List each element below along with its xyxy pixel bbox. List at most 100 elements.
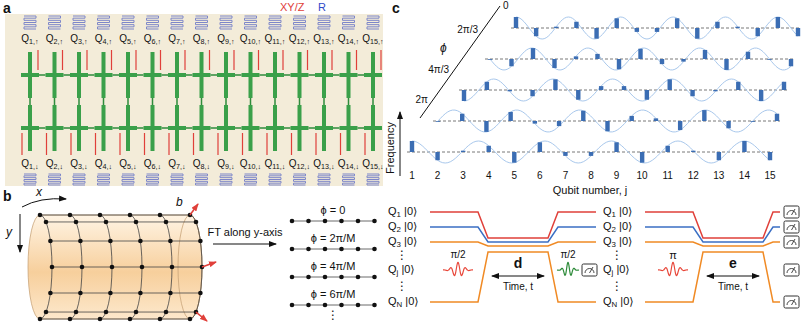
lattice-site xyxy=(50,265,55,270)
lattice-site xyxy=(198,239,203,244)
qubit-cross xyxy=(315,126,333,130)
amplitude-bar xyxy=(554,27,558,28)
qubit-cross xyxy=(291,73,309,77)
qubit-state-label: Q3 |0⟩ xyxy=(388,235,417,250)
readout-resonator xyxy=(122,16,134,29)
chain-bond xyxy=(292,277,375,278)
chain-site xyxy=(372,303,377,308)
qubit-label: Q10,↑ xyxy=(240,33,261,46)
label-subscript: 3,↑ xyxy=(78,37,88,46)
amplitude-bar xyxy=(512,152,516,163)
label-subscript: 10,↓ xyxy=(248,162,262,171)
readout-resonator xyxy=(196,174,208,185)
coupler xyxy=(309,74,316,76)
amplitude-bar xyxy=(713,90,717,91)
lattice-site xyxy=(138,239,143,244)
tick-label: 5 xyxy=(511,170,517,181)
label-part: Q xyxy=(362,33,370,44)
label-part: Q xyxy=(362,158,370,169)
readout-resonator xyxy=(220,174,232,185)
label-part: Q xyxy=(240,33,248,44)
lattice-site xyxy=(198,291,203,296)
label-part: Q xyxy=(313,158,321,169)
qubit-label: Q15,↑ xyxy=(362,33,383,46)
amplitude-bar xyxy=(538,142,542,152)
qubit-state-label: Q2 |0⟩ xyxy=(603,220,632,235)
amplitude-bar xyxy=(410,141,414,152)
label-subscript: 10,↑ xyxy=(248,37,262,46)
label-subscript: 14,↓ xyxy=(346,162,360,171)
label-subscript: 2,↑ xyxy=(54,37,64,46)
label-part: Q xyxy=(240,158,248,169)
coupler xyxy=(162,127,169,129)
time-label: Time, t xyxy=(503,281,533,292)
tick-label: 4π/3 xyxy=(428,64,449,75)
readout-resonator xyxy=(24,174,36,185)
label-subscript: 4,↑ xyxy=(103,37,113,46)
label-part: Q xyxy=(603,295,612,307)
control-line xyxy=(233,50,234,70)
lattice-site xyxy=(48,291,53,296)
label-subscript: 1 xyxy=(612,210,616,219)
lattice-site xyxy=(168,291,173,296)
qubit-label: Q3,↓ xyxy=(70,158,87,171)
readout-resonator xyxy=(269,174,281,185)
qubit-cross xyxy=(95,73,113,77)
control-line xyxy=(168,133,169,155)
chip-substrate xyxy=(5,14,383,186)
label-subscript: 15,↓ xyxy=(370,162,384,171)
coupler xyxy=(260,74,267,76)
qubit-cross xyxy=(168,73,186,77)
lattice-site xyxy=(108,291,113,296)
control-line xyxy=(160,50,161,70)
ellipsis: ⋮ xyxy=(396,249,408,262)
label-subscript: 6,↑ xyxy=(152,37,162,46)
field-arrow xyxy=(196,312,207,321)
label-subscript: 12,↑ xyxy=(297,37,311,46)
coupler xyxy=(225,98,227,105)
chip-panel xyxy=(5,14,383,186)
qubit-cross xyxy=(168,126,186,130)
label-part: Q xyxy=(168,158,176,169)
qubit-cross xyxy=(144,73,162,77)
qubit-cross xyxy=(95,126,113,130)
label-subscript: 5,↓ xyxy=(127,162,137,171)
wave-curve xyxy=(438,110,777,132)
label-part: |0⟩ xyxy=(401,205,417,217)
wave-curve xyxy=(490,48,791,70)
amplitude-bar xyxy=(668,79,672,90)
lattice-site xyxy=(164,310,169,315)
qubit-cross xyxy=(46,126,64,130)
coupler xyxy=(323,98,325,105)
label-subscript: 7,↓ xyxy=(176,162,186,171)
coupler xyxy=(299,98,301,105)
field-arrow xyxy=(202,262,216,267)
qubit-label: Q1,↑ xyxy=(21,33,38,46)
meter-needle xyxy=(792,267,796,273)
qubit-state-label: QN |0⟩ xyxy=(603,295,634,310)
label-subscript: 13,↑ xyxy=(321,37,335,46)
qubit-label: Q13,↑ xyxy=(313,33,334,46)
label-part: Q xyxy=(21,33,29,44)
amplitude-bar xyxy=(666,146,670,152)
label-subscript: 2 xyxy=(397,225,401,234)
meter-needle xyxy=(590,267,594,273)
amplitude-bar xyxy=(436,121,440,123)
label-part: Q xyxy=(217,158,225,169)
axis-label: x xyxy=(36,186,42,199)
qubit-state-label: Qj |0⟩ xyxy=(603,263,630,278)
amplitude-bar xyxy=(742,141,746,152)
axis-label: ϕ xyxy=(440,42,447,55)
chain-site xyxy=(372,247,377,252)
lattice-site xyxy=(68,317,73,322)
axis-label: Qubit number, j xyxy=(553,184,628,196)
control-line xyxy=(258,50,259,70)
chain-site xyxy=(323,275,328,280)
label-part: Q xyxy=(388,235,397,247)
chain-site xyxy=(356,219,361,224)
tick-label: 2π xyxy=(416,94,428,105)
qubit-cross xyxy=(21,73,39,77)
qubit-frequency-line xyxy=(430,242,596,246)
qubit-label: Q1,↓ xyxy=(21,158,38,171)
qubit-frequency-line xyxy=(645,227,780,242)
